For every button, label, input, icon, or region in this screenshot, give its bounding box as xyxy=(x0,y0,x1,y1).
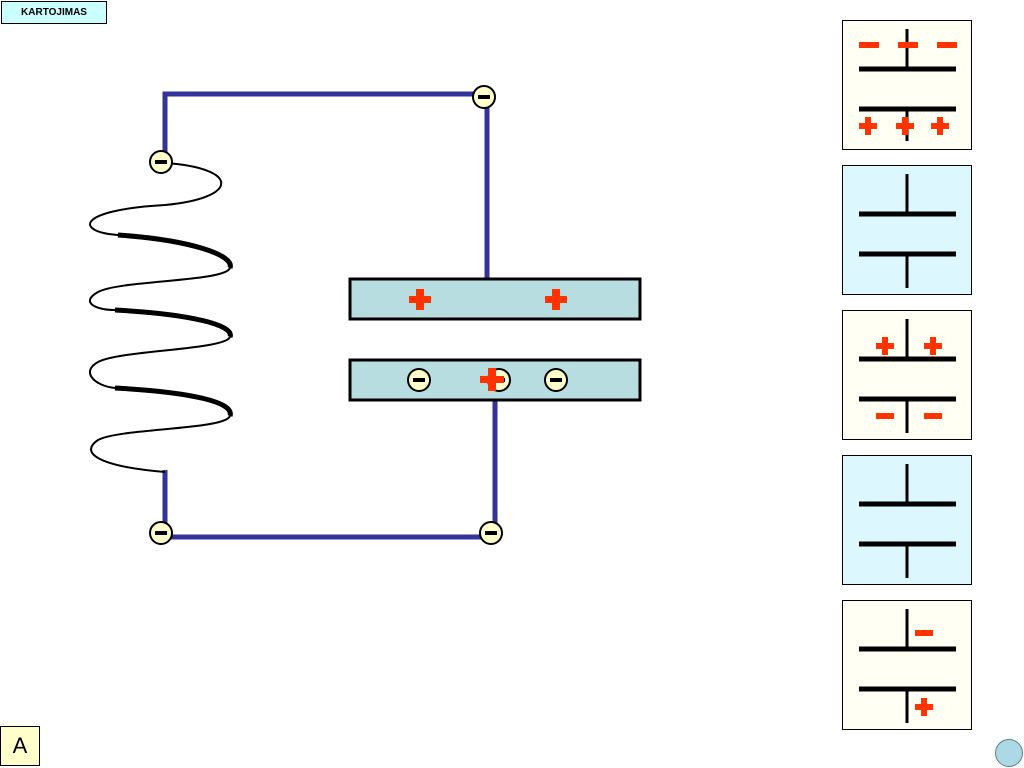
capacitor-symbol-icon xyxy=(859,609,956,723)
capacitor-symbol-icon xyxy=(859,29,957,141)
plus-charge-icon xyxy=(480,368,504,391)
wire-top xyxy=(162,91,490,280)
panel-top-positive[interactable] xyxy=(842,310,972,440)
plus-charge-icon xyxy=(876,337,942,355)
capacitor-symbol-icon xyxy=(859,174,956,288)
electron-icon xyxy=(407,368,431,392)
electron-icon xyxy=(149,150,173,174)
capacitor-lower-plate xyxy=(348,358,642,402)
plus-charge-icon xyxy=(545,289,567,310)
electron-icon xyxy=(479,521,503,545)
minus-charge-icon xyxy=(859,42,957,48)
panel-top-negative[interactable] xyxy=(842,20,972,150)
plus-charge-icon xyxy=(859,117,949,135)
plus-charge-icon xyxy=(915,698,933,716)
minus-charge-icon xyxy=(915,630,933,636)
next-circle-button[interactable] xyxy=(995,739,1023,767)
inductor-coil xyxy=(89,162,233,473)
wire-bottom xyxy=(162,398,498,540)
electron-icon xyxy=(544,368,568,392)
capacitor-symbol-icon xyxy=(859,464,956,578)
panel-neutral[interactable] xyxy=(842,165,972,295)
a-button[interactable]: A xyxy=(0,726,40,766)
panel-small-charge[interactable] xyxy=(842,600,972,730)
kartojimas-button[interactable]: KARTOJIMAS xyxy=(1,1,107,24)
panel-neutral-2[interactable] xyxy=(842,455,972,585)
minus-charge-icon xyxy=(876,413,942,419)
electron-icon xyxy=(149,521,173,545)
plus-charge-icon xyxy=(409,289,431,310)
capacitor-upper-plate xyxy=(348,277,642,321)
capacitor-symbol-icon xyxy=(859,319,956,433)
electron-icon xyxy=(472,85,496,109)
